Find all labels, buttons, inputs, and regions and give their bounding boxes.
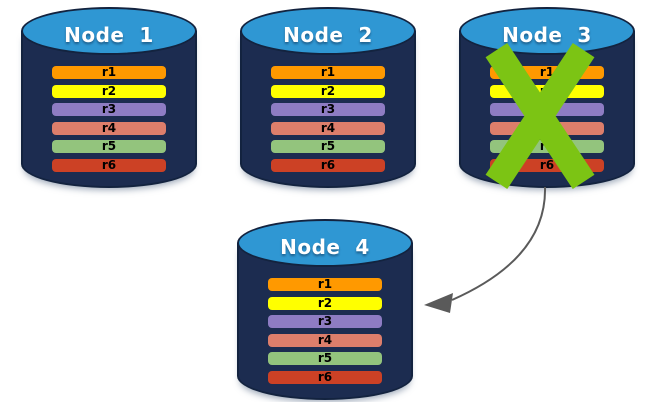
replica-bar-r2: r2 — [52, 83, 166, 98]
replica-bar-r1: r1 — [271, 66, 385, 79]
replica-label: r5 — [320, 139, 336, 153]
node-4-cylinder-top: Node 4 — [237, 219, 413, 267]
arrow-head-icon — [424, 293, 453, 313]
replica-bar-r4: r4 — [271, 120, 385, 135]
replica-label: r1 — [320, 65, 336, 79]
replica-bar-r4: r4 — [268, 332, 382, 347]
replica-label: r1 — [317, 277, 333, 291]
failure-x-icon — [485, 42, 595, 190]
replica-bar-r3: r3 — [271, 103, 385, 116]
replica-label: r4 — [101, 120, 117, 135]
node-1-title: Node 1 — [64, 22, 154, 47]
node-4-replica-list: r1 r2 r3 r4 r5 r6 — [268, 278, 382, 389]
replica-label: r6 — [320, 157, 336, 172]
replica-bar-r6: r6 — [52, 157, 166, 172]
replica-bar-r3: r3 — [268, 315, 382, 328]
replica-label: r3 — [101, 102, 117, 116]
node-1: Node 1 r1 r2 r3 r4 r5 r6 — [21, 7, 197, 188]
node-1-cylinder-top: Node 1 — [21, 7, 197, 55]
replica-label: r2 — [320, 83, 336, 98]
replica-bar-r3: r3 — [52, 103, 166, 116]
replica-bar-r4: r4 — [52, 120, 166, 135]
node-2-cylinder-top: Node 2 — [240, 7, 416, 55]
replica-label: r4 — [317, 332, 333, 347]
node-2-replica-list: r1 r2 r3 r4 r5 r6 — [271, 66, 385, 177]
replica-label: r2 — [317, 295, 333, 310]
node-3-cylinder-top: Node 3 — [459, 7, 635, 55]
arrow-curve — [451, 186, 547, 301]
replica-label: r3 — [317, 314, 333, 328]
replica-bar-r2: r2 — [271, 83, 385, 98]
replica-bar-r6: r6 — [268, 369, 382, 384]
replica-label: r6 — [101, 157, 117, 172]
replica-label: r1 — [101, 65, 117, 79]
node-1-replica-list: r1 r2 r3 r4 r5 r6 — [52, 66, 166, 177]
replica-label: r6 — [539, 157, 555, 172]
replica-bar-r1: r1 — [52, 66, 166, 79]
node-4-title: Node 4 — [280, 234, 370, 259]
replica-label: r2 — [101, 83, 117, 98]
replica-bar-r5: r5 — [268, 352, 382, 365]
replica-bar-r6: r6 — [271, 157, 385, 172]
replica-bar-r5: r5 — [52, 140, 166, 153]
replica-label: r5 — [101, 139, 117, 153]
replica-bar-r1: r1 — [268, 278, 382, 291]
node-2-title: Node 2 — [283, 22, 373, 47]
replica-bar-r5: r5 — [271, 140, 385, 153]
replica-label: r3 — [320, 102, 336, 116]
node-2: Node 2 r1 r2 r3 r4 r5 r6 — [240, 7, 416, 188]
replica-label: r4 — [320, 120, 336, 135]
node-4: Node 4 r1 r2 r3 r4 r5 r6 — [237, 219, 413, 400]
replica-label: r5 — [317, 351, 333, 365]
replica-label: r6 — [317, 369, 333, 384]
replica-bar-r2: r2 — [268, 295, 382, 310]
node-3-title: Node 3 — [502, 22, 592, 47]
